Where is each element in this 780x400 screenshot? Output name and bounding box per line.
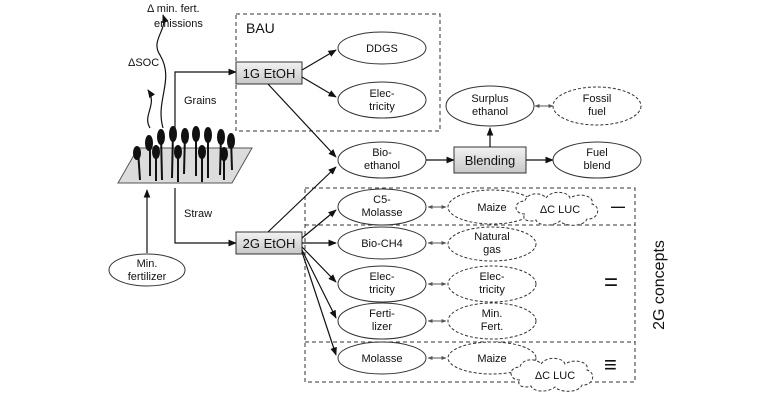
arrow-2g-molasse [301, 251, 337, 356]
bio-ch4-label: Bio-CH4 [361, 238, 403, 250]
grains-label: Grains [184, 95, 217, 107]
fossil-fuel-label-2: fuel [588, 106, 606, 118]
blending-box [453, 146, 527, 174]
arrow-2g-c5-molasse [301, 209, 337, 239]
arrow-2g-bioethanol [267, 166, 337, 233]
fertilizer-node [337, 302, 427, 340]
min-fertilizer-node [108, 253, 186, 287]
crop-field [117, 126, 253, 184]
bioethanol-label-2: ethanol [364, 160, 400, 172]
arrow-2g-fertilizer [301, 249, 337, 319]
ddgs-label: DDGS [366, 43, 398, 55]
etoh-1g-box [235, 61, 303, 85]
arrow-2g-electricity [301, 246, 337, 283]
ddgs-node [337, 31, 427, 65]
concept-symbol-3: ≡ [604, 352, 617, 377]
electricity-sub-label-1: Elec- [479, 271, 504, 283]
concept-symbol-2: = [604, 269, 618, 296]
fertilizer-label-1: Ferti- [369, 308, 395, 320]
min-fert-sub-label-1: Min. [482, 308, 503, 320]
grains-arrow [174, 68, 237, 128]
fuel-blend-label-2: blend [584, 160, 611, 172]
delta-c-luc-label-1: ΔC LUC [540, 204, 580, 216]
min-fert-sub-node [447, 302, 537, 340]
arrow-1g-ddgs [301, 49, 337, 71]
maize-label-1: Maize [477, 202, 506, 214]
maize-label-2: Maize [477, 353, 506, 365]
surplus-ethanol-label-2: ethanol [472, 106, 508, 118]
delta-c-luc-label-2: ΔC LUC [535, 370, 575, 382]
natural-gas-node [447, 226, 537, 262]
molasse-node [337, 341, 427, 375]
fertilizer-label-2: lizer [372, 321, 393, 333]
arrow-1g-bioethanol [267, 83, 337, 158]
min-fertilizer-label-2: fertilizer [128, 271, 167, 283]
straw-label: Straw [184, 208, 212, 220]
arrow-1g-electricity [301, 76, 337, 98]
etoh-2g-label: 2G EtOH [243, 236, 296, 251]
delta-min-fert-label-1: Δ min. fert. [147, 3, 200, 15]
bioethanol-label-1: Bio- [372, 147, 392, 159]
luc-cloud-1 [515, 191, 599, 226]
bio-ch4-node [337, 226, 427, 260]
concepts-2g-box [304, 187, 636, 383]
electricity-1g-node [337, 81, 427, 119]
fossil-fuel-node [552, 86, 642, 126]
etoh-1g-label: 1G EtOH [243, 66, 296, 81]
bau-label: BAU [246, 20, 275, 36]
natural-gas-label-1: Natural [474, 231, 509, 243]
soc-emission-arrow [147, 89, 155, 129]
fert-emission-arrow [156, 14, 169, 129]
natural-gas-label-2: gas [483, 244, 501, 256]
molasse-label: Molasse [362, 353, 403, 365]
electricity-2g-label-2: tricity [369, 284, 395, 296]
electricity-2g-label-1: Elec- [369, 271, 394, 283]
delta-min-fert-label-2: emissions [154, 18, 203, 30]
electricity-1g-label-1: Elec- [369, 88, 394, 100]
c5-molasse-node [337, 188, 427, 226]
concept-symbol-1: — [611, 198, 625, 214]
c5-molasse-label-1: C5- [373, 194, 391, 206]
electricity-2g-node [337, 265, 427, 303]
maize-node-2 [447, 341, 537, 375]
electricity-sub-node [447, 265, 537, 303]
concepts-2g-label: 2G concepts [651, 240, 668, 330]
fuel-blend-label-1: Fuel [586, 147, 607, 159]
straw-arrow [174, 188, 237, 247]
c5-molasse-label-2: Molasse [362, 207, 403, 219]
electricity-sub-label-2: tricity [479, 284, 505, 296]
fuel-blend-node [552, 141, 642, 179]
electricity-1g-label-2: tricity [369, 101, 395, 113]
min-fert-sub-label-2: Fert. [481, 321, 504, 333]
blending-label: Blending [465, 153, 516, 168]
luc-cloud-2 [510, 357, 594, 392]
delta-soc-label: ΔSOC [128, 57, 159, 69]
fossil-fuel-label-1: Fossil [583, 93, 612, 105]
surplus-ethanol-node [445, 85, 535, 127]
surplus-ethanol-label-1: Surplus [471, 93, 509, 105]
min-fertilizer-label-1: Min. [137, 258, 158, 270]
